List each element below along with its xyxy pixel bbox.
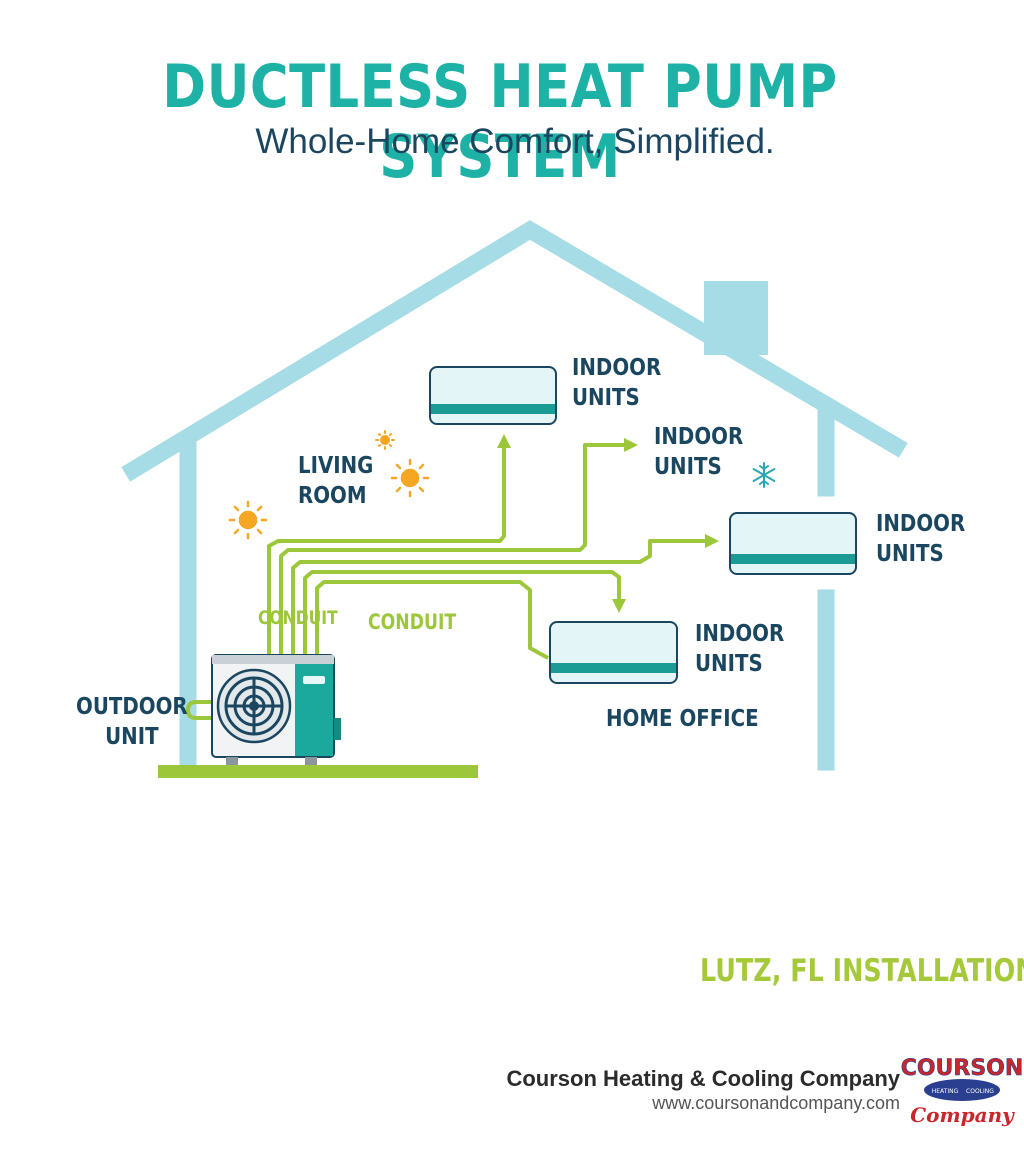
- conduit-arrows: [497, 434, 719, 613]
- indoor-unit: [549, 621, 678, 684]
- company-info: Courson Heating & Cooling Company www.co…: [506, 1066, 900, 1114]
- sun-icon: [375, 430, 395, 450]
- conduit-lines: [186, 443, 710, 720]
- conduit-label: CONDUIT: [258, 607, 338, 629]
- ground-strip: [158, 765, 478, 778]
- logo-wordmark: COURSON: [901, 1056, 1024, 1081]
- sun-icon: [228, 500, 268, 540]
- company-name: Courson Heating & Cooling Company: [506, 1066, 900, 1091]
- chimney: [704, 281, 768, 355]
- indoor-unit: [729, 512, 857, 575]
- company-url[interactable]: www.coursonandcompany.com: [652, 1093, 900, 1113]
- logo-heating: HEATING: [932, 1088, 959, 1095]
- house-roof: [121, 220, 908, 482]
- outdoor-unit: [211, 654, 341, 765]
- logo-company: Company: [910, 1103, 1015, 1127]
- location-label: LUTZ, FL INSTALLATION: [700, 953, 1024, 989]
- conduit-label: CONDUIT: [368, 610, 457, 634]
- snowflake-icon: [752, 462, 776, 488]
- home-office-label: HOME OFFICE: [606, 706, 759, 732]
- logo-cooling: COOLING: [966, 1088, 994, 1095]
- page-subtitle: Whole-Home Comfort, Simplified.: [255, 122, 775, 161]
- company-logo: COURSON HEATING COOLING Company: [900, 1056, 1024, 1127]
- indoor-unit: [429, 366, 557, 425]
- sun-icon: [390, 458, 430, 498]
- page-title: DUCTLESS HEAT PUMP SYSTEM: [162, 52, 838, 192]
